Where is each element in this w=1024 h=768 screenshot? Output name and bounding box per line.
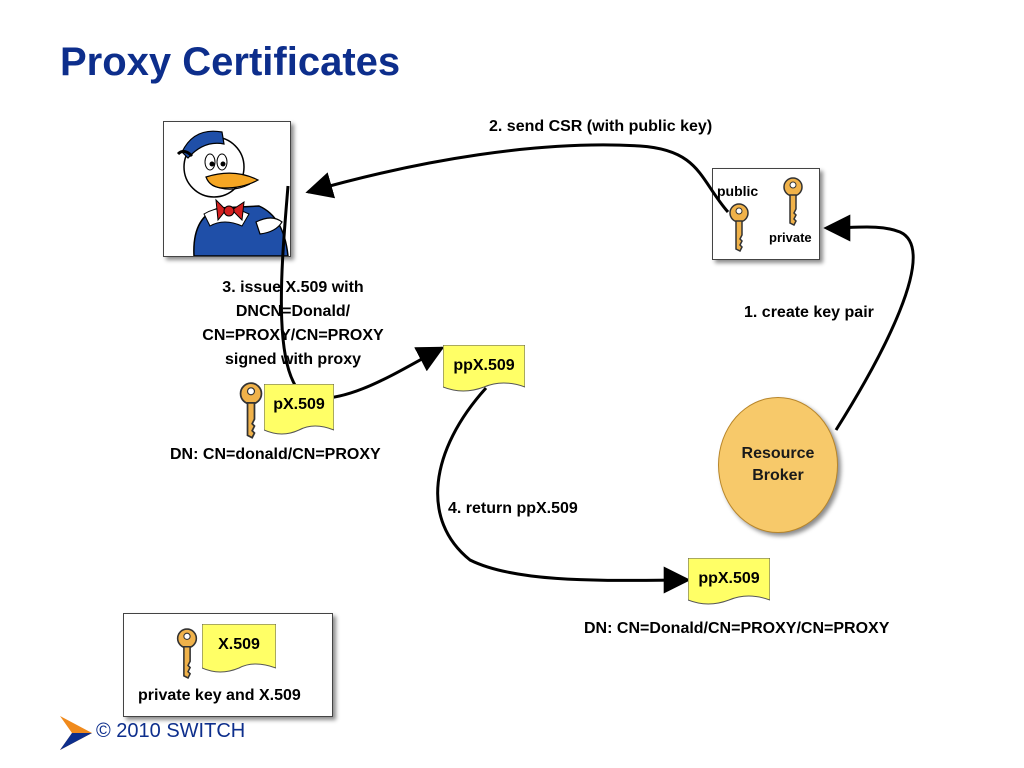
broker-line-1: Resource — [741, 445, 815, 462]
step-create-key-label: 1. create key pair — [744, 304, 874, 321]
step-issue-line-4: signed with proxy — [224, 351, 361, 368]
key-pair-box: public private — [712, 168, 820, 260]
px509-certificate: pX.509 — [264, 384, 334, 436]
footer-copyright: © 2010 SWITCH — [96, 720, 246, 742]
step-issue-line-3: CN=PROXY/CN=PROXY — [202, 327, 384, 344]
broker-line-2: Broker — [752, 467, 804, 484]
step-issue-label: 3. issue X.509 with DNCN=Donald/ CN=PROX… — [178, 276, 408, 372]
ppx509-certificate-bottom: ppX.509 — [688, 558, 770, 606]
legend-box: X.509 private key and X.509 — [123, 613, 333, 717]
ppx509-bottom-label: ppX.509 — [698, 570, 760, 587]
footer-arrow-icon — [60, 716, 92, 750]
public-key-icon — [729, 203, 749, 253]
ppx509-top-label: ppX.509 — [453, 357, 515, 374]
px509-dn-label: DN: CN=donald/CN=PROXY — [170, 446, 381, 463]
legend-x509-certificate: X.509 — [202, 624, 276, 674]
resource-broker-node: Resource Broker — [718, 397, 838, 533]
private-key-icon — [783, 177, 803, 227]
donald-duck-illustration — [176, 130, 289, 257]
arrow-create-key-pair — [823, 214, 915, 431]
step-send-csr-label: 2. send CSR (with public key) — [489, 118, 713, 135]
page-title: Proxy Certificates — [60, 40, 401, 84]
user-avatar-box — [163, 121, 291, 257]
legend-x509-label: X.509 — [218, 636, 260, 653]
arrow-return-ppx509 — [436, 386, 691, 594]
legend-key-icon — [176, 628, 198, 679]
ppx509-dn-label: DN: CN=Donald/CN=PROXY/CN=PROXY — [584, 620, 890, 637]
step-issue-line-2: DNCN=Donald/ — [235, 303, 351, 320]
proxy-key-icon — [239, 382, 263, 439]
legend-caption: private key and X.509 — [138, 687, 301, 704]
arrow-send-csr — [305, 143, 730, 213]
step-issue-line-1: 3. issue X.509 with — [222, 279, 364, 296]
ppx509-certificate-top: ppX.509 — [443, 345, 525, 393]
px509-label: pX.509 — [273, 396, 325, 413]
public-key-label: public — [717, 183, 759, 199]
private-key-label: private — [769, 230, 812, 245]
step-return-label: 4. return ppX.509 — [448, 500, 578, 517]
